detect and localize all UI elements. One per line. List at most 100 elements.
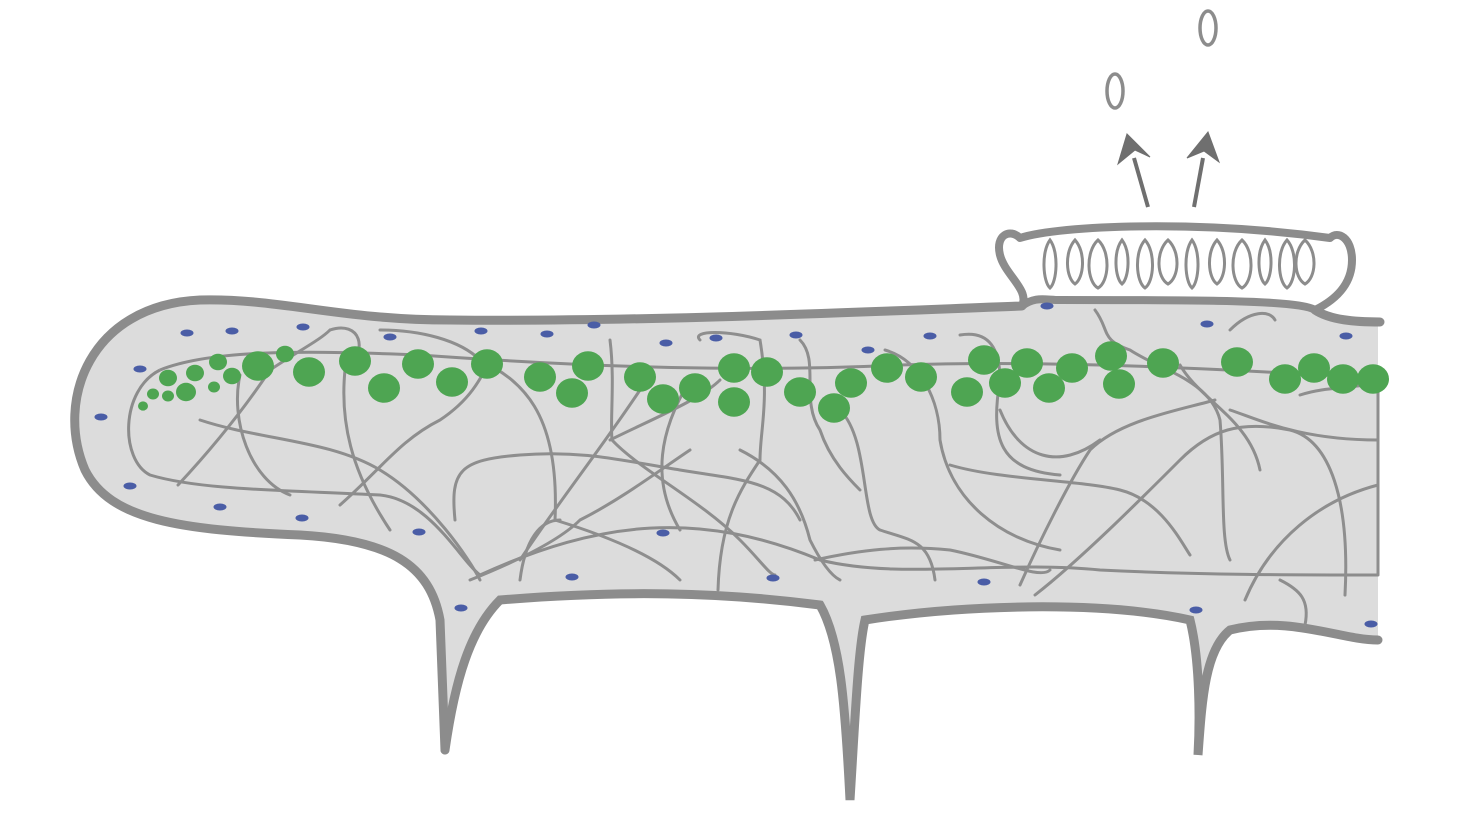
green-granules bbox=[138, 341, 1389, 423]
cell-body-fill bbox=[74, 238, 1379, 801]
blue-nucleus bbox=[454, 604, 468, 612]
release-arrows bbox=[1117, 130, 1221, 208]
blue-nucleus bbox=[383, 333, 397, 341]
blue-nucleus bbox=[861, 346, 875, 354]
released-spores bbox=[1105, 9, 1218, 110]
sporangium-spores bbox=[1042, 237, 1316, 290]
filament bbox=[338, 358, 492, 507]
filament bbox=[1228, 311, 1277, 332]
green-granule bbox=[718, 387, 750, 417]
green-granule bbox=[138, 401, 148, 411]
green-granule bbox=[1011, 348, 1043, 378]
green-granule bbox=[679, 373, 711, 403]
green-granule bbox=[572, 351, 604, 381]
filament bbox=[813, 546, 1052, 575]
blue-nucleus bbox=[296, 323, 310, 331]
filament bbox=[838, 408, 937, 582]
green-granule bbox=[784, 377, 816, 407]
blue-nucleus bbox=[213, 503, 227, 511]
filament bbox=[518, 388, 642, 562]
green-granule bbox=[524, 362, 556, 392]
blue-nucleus bbox=[540, 330, 554, 338]
blue-nucleus bbox=[923, 332, 937, 340]
filament-network bbox=[176, 308, 1380, 627]
green-granule bbox=[1327, 364, 1359, 394]
green-granule bbox=[871, 353, 903, 383]
green-granule bbox=[968, 345, 1000, 375]
filament bbox=[198, 418, 482, 582]
blue-nucleus bbox=[412, 528, 426, 536]
green-granule bbox=[293, 357, 325, 387]
inner-lumen-lower bbox=[127, 368, 1379, 577]
green-granule bbox=[818, 393, 850, 423]
green-granule bbox=[1147, 348, 1179, 378]
blue-nucleus bbox=[1040, 302, 1054, 310]
green-granule bbox=[339, 346, 371, 376]
blue-nucleus bbox=[133, 365, 147, 373]
green-granule bbox=[436, 367, 468, 397]
blue-nucleus bbox=[659, 339, 673, 347]
green-granule bbox=[1221, 347, 1253, 377]
blue-nucleus bbox=[656, 529, 670, 537]
sporangium-spore bbox=[1278, 237, 1296, 290]
green-granule bbox=[751, 357, 783, 387]
cell-body-outline-bottom bbox=[440, 589, 1383, 801]
blue-nucleus bbox=[766, 574, 780, 582]
sporangium-spore bbox=[1087, 237, 1109, 290]
blue-nucleus bbox=[1200, 320, 1214, 328]
blue-nucleus bbox=[295, 514, 309, 522]
green-granule bbox=[209, 353, 227, 371]
filament bbox=[1278, 578, 1308, 627]
filament bbox=[553, 518, 682, 582]
green-granule bbox=[1095, 341, 1127, 371]
filament bbox=[998, 408, 1102, 459]
filament bbox=[1018, 398, 1217, 587]
sporangium-spore bbox=[1042, 237, 1058, 290]
blue-nuclei bbox=[94, 302, 1378, 628]
blue-nucleus bbox=[225, 327, 239, 335]
filament bbox=[660, 378, 692, 532]
blue-nucleus bbox=[180, 329, 194, 337]
green-granule bbox=[1033, 373, 1065, 403]
filament bbox=[235, 373, 292, 497]
green-granule bbox=[208, 381, 220, 393]
sporangium-spore bbox=[1184, 237, 1200, 290]
green-granule bbox=[162, 390, 174, 402]
filament bbox=[328, 326, 392, 532]
green-granule bbox=[905, 362, 937, 392]
filament bbox=[1033, 424, 1348, 597]
sporangium-spore bbox=[1114, 237, 1130, 286]
sporangium-cup bbox=[995, 222, 1356, 314]
cell-body-outline-top bbox=[70, 295, 1027, 755]
sporangium-spore bbox=[1157, 237, 1179, 286]
filament bbox=[696, 331, 766, 592]
released-spore-2 bbox=[1198, 9, 1218, 47]
release-arrow-left-shaft bbox=[1132, 157, 1150, 208]
green-granule bbox=[276, 345, 294, 363]
filament bbox=[1243, 483, 1380, 602]
filament bbox=[1178, 363, 1262, 472]
sporangium-spore bbox=[1208, 237, 1226, 286]
blue-nucleus bbox=[1364, 620, 1378, 628]
filament bbox=[948, 463, 1192, 557]
green-granule bbox=[242, 351, 274, 381]
green-granule bbox=[556, 378, 588, 408]
green-granule bbox=[718, 353, 750, 383]
cell-body bbox=[70, 238, 1385, 801]
green-granule bbox=[147, 388, 159, 400]
green-granule bbox=[1357, 364, 1389, 394]
release-arrow-right-head bbox=[1186, 130, 1221, 164]
filament bbox=[1228, 408, 1380, 442]
green-granule bbox=[989, 368, 1021, 398]
release-arrow-right-shaft bbox=[1192, 157, 1205, 208]
blue-nucleus bbox=[709, 334, 723, 342]
green-granule bbox=[1298, 353, 1330, 383]
blue-nucleus bbox=[1339, 332, 1353, 340]
blue-nucleus bbox=[789, 331, 803, 339]
filament bbox=[468, 448, 692, 582]
blue-nucleus bbox=[474, 327, 488, 335]
green-granule bbox=[1103, 369, 1135, 399]
green-granule bbox=[223, 367, 241, 385]
sporangium-spore bbox=[1294, 237, 1316, 286]
